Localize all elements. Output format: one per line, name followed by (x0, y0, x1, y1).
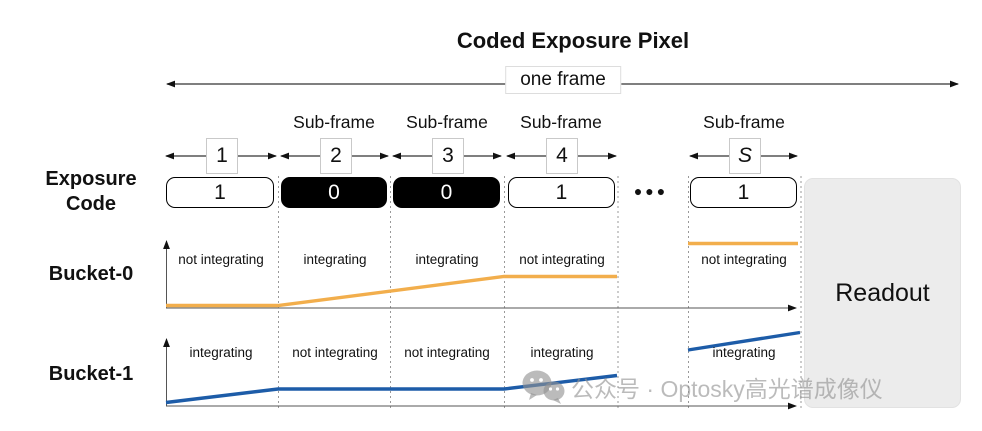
bucket1-row-label: Bucket-1 (48, 363, 134, 385)
bucket0-state-2: integrating (303, 252, 367, 267)
bucket1-signal-subframe-s (687, 330, 801, 352)
subframe-header-2: Sub-frame (293, 112, 375, 132)
bucket1-state-3: not integrating (404, 345, 490, 360)
exposure-code-box-1: 1 (166, 177, 274, 208)
one-frame-label: one frame (505, 66, 621, 94)
subframe-number-2: 2 (320, 138, 352, 174)
readout-block: Readout (804, 178, 961, 408)
subframe-header-s: Sub-frame (703, 112, 785, 132)
bucket1-axes (163, 338, 797, 410)
watermark: 公众号 · Optosky高光谱成像仪 (521, 369, 883, 405)
bucket1-state-1: integrating (189, 345, 253, 360)
watermark-text: 公众号 · Optosky高光谱成像仪 (571, 376, 883, 402)
bucket1-state-s: integrating (712, 345, 776, 360)
bucket0-row-label: Bucket-0 (48, 263, 134, 285)
bucket0-state-4: not integrating (519, 252, 605, 267)
ellipsis-dots: ●●● (633, 183, 669, 199)
subframe-number-3: 3 (432, 138, 464, 174)
exposure-code-label-line1: Exposure (45, 168, 137, 190)
bucket0-state-3: integrating (415, 252, 479, 267)
subframe-header-3: Sub-frame (406, 112, 488, 132)
wechat-icon (522, 370, 565, 404)
exposure-code-row-label: Exposure Code (20, 167, 162, 217)
exposure-code-box-s: 1 (690, 177, 797, 208)
bucket1-state-4: integrating (530, 345, 594, 360)
bucket1-signal-main (165, 373, 618, 405)
subframe-number-1: 1 (206, 138, 238, 174)
bucket0-state-1: not integrating (178, 252, 264, 267)
bucket0-axes (163, 240, 797, 312)
exposure-code-label-line2: Code (66, 193, 116, 215)
readout-label: Readout (835, 278, 930, 307)
subframe-number-4: 4 (546, 138, 578, 174)
subframe-number-s: S (729, 138, 761, 174)
page-title: Coded Exposure Pixel (456, 28, 690, 53)
bucket0-signal-main (166, 274, 617, 308)
exposure-code-box-4: 1 (508, 177, 615, 208)
bucket1-state-2: not integrating (292, 345, 378, 360)
subframe-header-4: Sub-frame (520, 112, 602, 132)
bucket0-state-s: not integrating (701, 252, 787, 267)
exposure-code-box-2: 0 (281, 177, 387, 208)
subframe-separators (278, 176, 802, 410)
exposure-code-box-3: 0 (393, 177, 500, 208)
